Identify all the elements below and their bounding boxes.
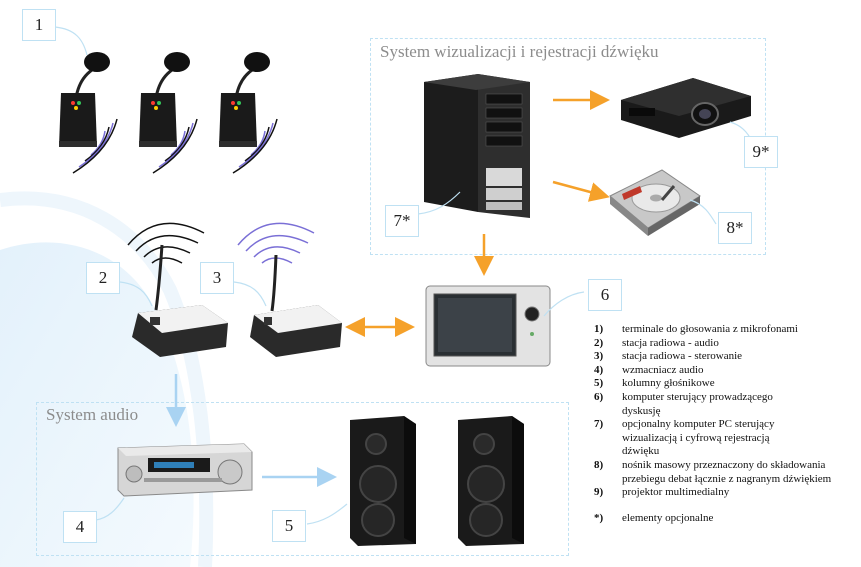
legend-key: *) xyxy=(594,511,604,524)
label-1: 1 xyxy=(22,9,56,41)
label-6: 6 xyxy=(588,279,622,311)
projector-illustration xyxy=(621,78,751,138)
legend-key: 4) xyxy=(594,363,604,376)
label-7: 7* xyxy=(385,205,419,237)
voting-terminals-illustration xyxy=(59,52,278,174)
voting-terminal xyxy=(59,52,118,174)
radio-station-audio-illustration xyxy=(127,222,228,357)
legend-item: 2) stacja radiowa - audio xyxy=(594,337,856,351)
legend-item: 7) opcjonalny komputer PC sterujący wizua… xyxy=(594,418,856,459)
visualization-system-title: System wizualizacji i rejestracji dźwięk… xyxy=(380,42,659,61)
legend-text: komputer sterujący prowadzącego dyskusję xyxy=(622,390,773,417)
legend-item: 3) stacja radiowa - sterowanie xyxy=(594,350,856,364)
label-4: 4 xyxy=(63,511,97,543)
voting-terminal xyxy=(219,52,278,174)
legend-text: nośnik masowy przeznaczony do składowani… xyxy=(622,458,832,485)
legend-item: 9) projektor multimedialny xyxy=(594,486,856,500)
label-4-connector xyxy=(95,497,125,521)
legend-item: 1) terminale do głosowania z mikrofonami xyxy=(594,323,856,337)
legend-text: stacja radiowa - audio xyxy=(622,336,719,349)
speaker-illustration xyxy=(458,416,524,546)
legend-item: 8) nośnik masowy przeznaczony do składowa… xyxy=(594,459,856,486)
label-5-connector xyxy=(306,503,348,525)
control-computer-illustration xyxy=(425,285,551,367)
label-2: 2 xyxy=(86,262,120,294)
label-7-connector xyxy=(417,191,461,215)
legend-text: elementy opcjonalne xyxy=(622,511,714,524)
label-5: 5 xyxy=(272,510,306,542)
label-9: 9* xyxy=(744,136,778,168)
label-8-connector xyxy=(689,199,717,225)
audio-amplifier-illustration xyxy=(117,443,253,497)
legend-item: 5) kolumny głośnikowe xyxy=(594,377,856,391)
legend-text: opcjonalny komputer PC sterujący wizuali… xyxy=(622,418,775,458)
legend-key: 8) xyxy=(594,458,604,471)
legend-footnote: *) elementy opcjonalne xyxy=(594,512,856,526)
legend-key: 6) xyxy=(594,390,604,403)
legend-text: stacja radiowa - sterowanie xyxy=(622,350,743,363)
label-6-connector xyxy=(543,291,585,317)
legend: 1)terminale do głosowania z mikrofonami … xyxy=(594,323,856,525)
label-3-connector xyxy=(233,281,267,307)
legend-key: 7) xyxy=(594,418,604,431)
legend-text: projektor multimedialny xyxy=(622,486,730,499)
legend-key: 5) xyxy=(594,377,604,390)
legend-text: terminale do głosowania z mikrofonami xyxy=(622,323,798,335)
label-1-connector xyxy=(54,26,88,56)
voting-terminal xyxy=(139,52,198,174)
label-3: 3 xyxy=(200,262,234,294)
legend-text: kolumny głośnikowe xyxy=(622,377,715,390)
audio-system-group xyxy=(36,402,569,556)
legend-key: 1) xyxy=(594,323,604,335)
legend-key: 9) xyxy=(594,486,604,499)
legend-item: 6) komputer sterujący prowadzącego dyskus… xyxy=(594,391,856,418)
label-8: 8* xyxy=(718,212,752,244)
legend-text: wzmacniacz audio xyxy=(622,363,704,376)
label-2-connector xyxy=(119,281,153,307)
radio-station-control-illustration xyxy=(237,222,342,357)
speaker-illustration xyxy=(350,416,416,546)
legend-item: 4) wzmacniacz audio xyxy=(594,364,856,378)
audio-system-title: System audio xyxy=(46,405,139,424)
pc-tower-illustration xyxy=(424,74,530,218)
hard-drive-illustration xyxy=(609,169,701,236)
legend-key: 3) xyxy=(594,350,604,363)
legend-key: 2) xyxy=(594,336,604,349)
